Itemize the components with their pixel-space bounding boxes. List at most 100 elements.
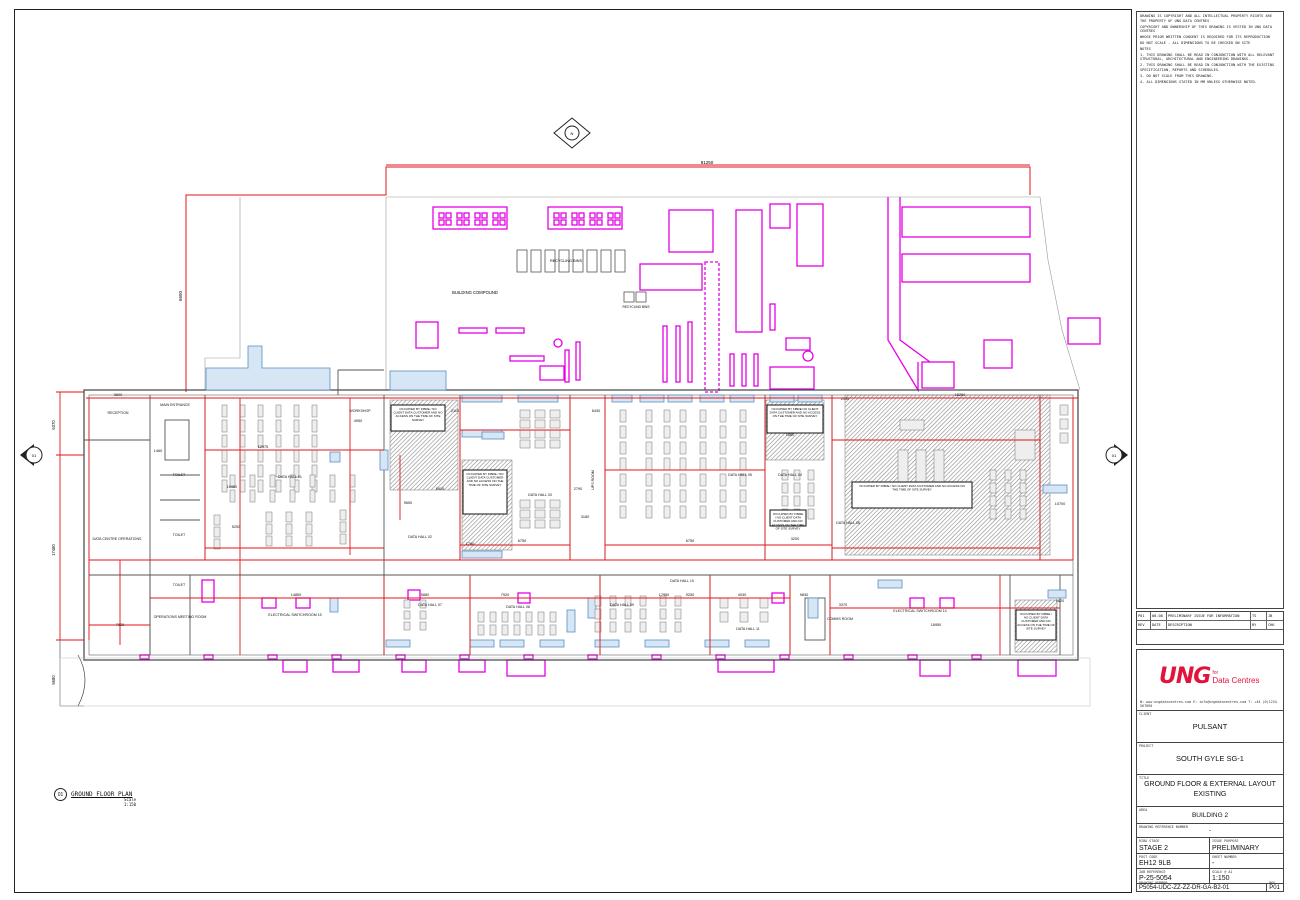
dimension-value: 14850 [291, 593, 302, 597]
rack [519, 519, 531, 529]
north-arrow-icon: N [553, 117, 591, 149]
rack [311, 434, 318, 448]
rack [477, 624, 485, 636]
fan-cell [614, 219, 621, 226]
room-label-ops-meeting: OPERATIONS MEETING ROOM [154, 615, 207, 619]
dimension-value: 2790 [574, 487, 582, 491]
plant-unit [753, 353, 759, 387]
job-value: P-25-5054 [1139, 875, 1172, 882]
room-label-dh05: DATA HALL 05 [728, 473, 752, 477]
rack [609, 595, 617, 607]
recycling-bins [516, 249, 647, 303]
postcode-value: EH12 9LB [1139, 860, 1171, 867]
rack [1059, 432, 1069, 444]
outdoor-unit [843, 654, 854, 660]
dimension-value: 7920 [116, 623, 124, 627]
plant-unit [407, 589, 421, 601]
fan-cell [456, 219, 463, 226]
plant-unit [201, 579, 215, 603]
fan-cell [438, 212, 445, 219]
fan-cell [438, 219, 445, 226]
rack [624, 595, 632, 607]
rack [329, 489, 336, 503]
rack [619, 505, 627, 519]
rack [719, 505, 727, 519]
svg-text:01: 01 [1112, 453, 1117, 458]
dimension-value: 3600 [114, 393, 122, 397]
fan-cell [614, 212, 621, 219]
rack [221, 434, 228, 448]
plant-unit [729, 353, 735, 387]
cooling-unit [385, 639, 411, 648]
room-label-toilet-1: TOILET [173, 473, 186, 477]
cooling-unit [499, 639, 525, 648]
rack [534, 519, 546, 529]
rack [513, 624, 521, 636]
stair-core [164, 419, 190, 461]
project-field: PROJECT SOUTH GYLE SG-1 [1136, 743, 1284, 775]
rack [534, 509, 546, 519]
rack [1004, 482, 1012, 494]
plant-tank [802, 350, 814, 362]
outdoor-unit [587, 654, 598, 660]
rack [645, 425, 653, 439]
rack [257, 449, 264, 463]
rack [239, 479, 246, 493]
fan-cell [560, 212, 567, 219]
rack [349, 489, 356, 503]
rack [221, 464, 228, 478]
rack [213, 538, 221, 550]
rack [419, 610, 427, 620]
dimension-value: 3370 [839, 603, 847, 607]
external-plant-equipment [139, 197, 1101, 677]
rack [645, 505, 653, 519]
rack [793, 482, 801, 494]
dimension-value: 17950 [659, 593, 670, 597]
rack [807, 508, 815, 520]
plant-unit [909, 597, 925, 609]
overall-dimension: 91250 [701, 160, 714, 165]
dimension-value: 18250 [955, 393, 966, 397]
cooling-unit [744, 639, 770, 648]
purpose-value: PRELIMINARY [1212, 845, 1260, 852]
fan-cell [607, 219, 614, 226]
rack [739, 473, 747, 487]
rack [989, 495, 997, 507]
floor-plan-drawing: N 01 01 91250 6650 BUILDING COMPOUND REC… [20, 117, 1128, 707]
cooling-unit [566, 609, 576, 633]
rack [739, 409, 747, 423]
rack [549, 499, 561, 509]
outdoor-unit [715, 654, 726, 660]
plant-unit [332, 659, 360, 673]
rack [275, 464, 282, 478]
rack [549, 419, 561, 429]
plant-unit [741, 353, 747, 387]
note-line: 3. DO NOT SCALE FROM THIS DRAWING. [1140, 73, 1214, 78]
fan-cell [578, 219, 585, 226]
dimension-value: 6750 [518, 539, 526, 543]
fan-cell [571, 212, 578, 219]
cooling-unit [877, 579, 903, 589]
rack [534, 419, 546, 429]
note-line: 2. THIS DRAWING SHALL BE READ IN CONJUNC… [1140, 63, 1275, 72]
cooling-unit [797, 394, 823, 403]
rack [311, 404, 318, 418]
rack [719, 611, 729, 623]
rack [519, 419, 531, 429]
dimension-value: 10700 [1055, 502, 1066, 506]
rack [257, 419, 264, 433]
room-label-dc-ops: DATA CENTRE OPERATIONS [93, 537, 143, 541]
dimension-value: 3180 [581, 515, 589, 519]
rack [305, 511, 313, 523]
general-notes: DRAWING IS COPYRIGHT AND ALL INTELLECTUA… [1136, 11, 1284, 609]
cooling-unit [329, 597, 339, 613]
outdoor-unit [139, 654, 150, 660]
ref-field: DRAWING REFERENCE NUMBER - [1136, 824, 1284, 838]
rack [257, 464, 264, 478]
rack [519, 499, 531, 509]
dimension-value: 4030 [738, 593, 746, 597]
rack [699, 425, 707, 439]
company-logo: UNG for Data Centres [1159, 664, 1259, 689]
